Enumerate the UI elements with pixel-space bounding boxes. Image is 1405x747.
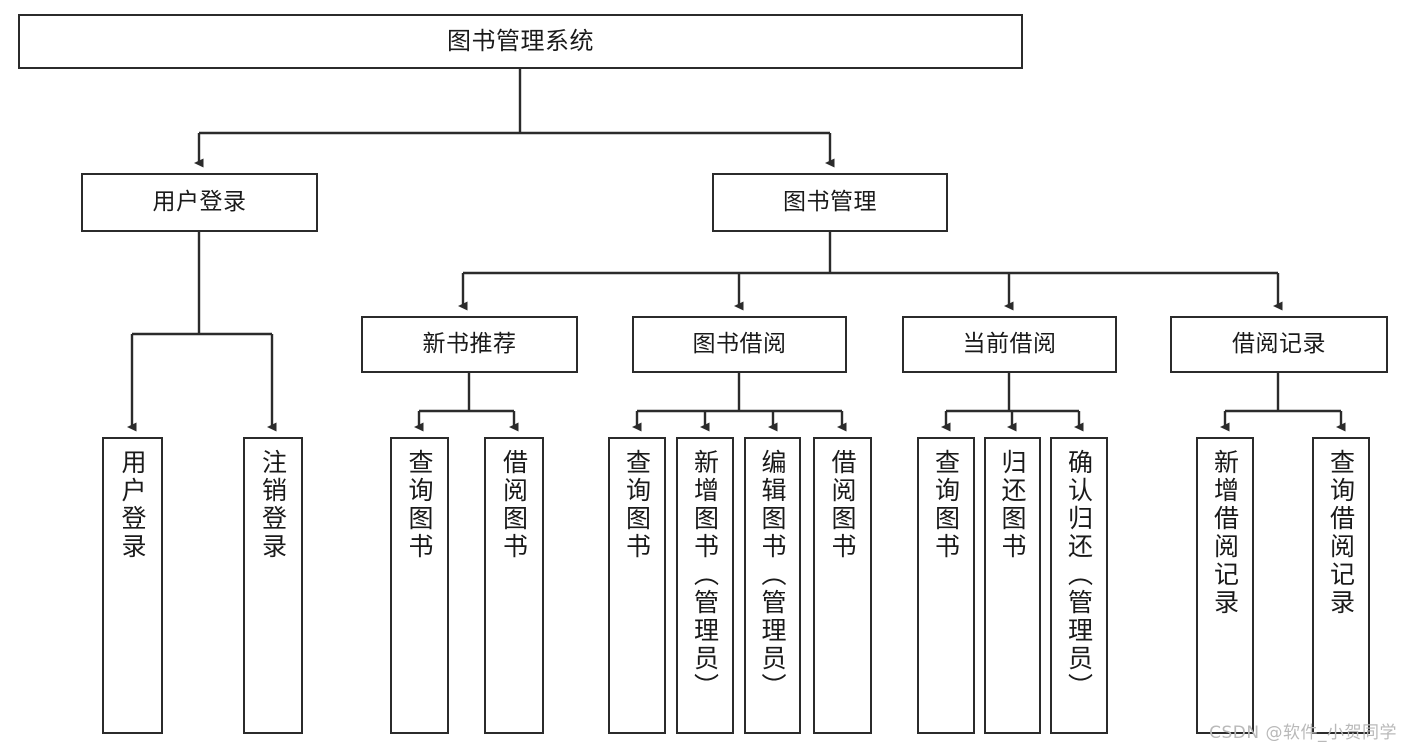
- leaf-confirm-return-admin-label: 确认归还（管理员）: [1064, 449, 1094, 701]
- node-new-book-recommend[interactable]: 新书推荐: [361, 316, 578, 373]
- node-new-book-recommend-label: 新书推荐: [422, 330, 517, 357]
- node-book-management[interactable]: 图书管理: [712, 173, 948, 232]
- node-borrow-record[interactable]: 借阅记录: [1170, 316, 1388, 373]
- node-current-borrow[interactable]: 当前借阅: [902, 316, 1117, 373]
- leaf-confirm-return-admin[interactable]: 确认归还（管理员）: [1050, 437, 1108, 734]
- leaf-return-book-label: 归还图书: [998, 449, 1027, 561]
- leaf-edit-book-admin[interactable]: 编辑图书（管理员）: [744, 437, 801, 734]
- leaf-query-book-borrow[interactable]: 查询图书: [608, 437, 666, 734]
- leaf-query-book-recommend-label: 查询图书: [405, 449, 434, 561]
- leaf-query-book-borrow-label: 查询图书: [622, 449, 652, 561]
- leaf-query-book-current-label: 查询图书: [931, 449, 961, 561]
- leaf-add-book-admin[interactable]: 新增图书（管理员）: [676, 437, 734, 734]
- leaf-user-login[interactable]: 用户登录: [102, 437, 163, 734]
- leaf-borrow-book-label: 借阅图书: [828, 449, 857, 561]
- leaf-logout[interactable]: 注销登录: [243, 437, 303, 734]
- leaf-add-book-admin-label: 新增图书（管理员）: [690, 449, 720, 701]
- node-book-borrow[interactable]: 图书借阅: [632, 316, 847, 373]
- leaf-add-borrow-record-label: 新增借阅记录: [1210, 449, 1240, 617]
- leaf-user-login-label: 用户登录: [118, 449, 147, 561]
- node-user-login-label: 用户登录: [152, 188, 247, 215]
- leaf-query-book-recommend[interactable]: 查询图书: [390, 437, 449, 734]
- node-root[interactable]: 图书管理系统: [18, 14, 1023, 69]
- node-book-management-label: 图书管理: [783, 188, 877, 215]
- watermark: CSDN @软件_小贺同学: [1209, 723, 1397, 743]
- leaf-logout-label: 注销登录: [258, 449, 288, 561]
- leaf-query-book-current[interactable]: 查询图书: [917, 437, 975, 734]
- leaf-edit-book-admin-label: 编辑图书（管理员）: [758, 449, 787, 701]
- leaf-query-borrow-record[interactable]: 查询借阅记录: [1312, 437, 1370, 734]
- leaf-query-borrow-record-label: 查询借阅记录: [1326, 449, 1356, 617]
- leaf-borrow-book[interactable]: 借阅图书: [813, 437, 872, 734]
- node-current-borrow-label: 当前借阅: [962, 330, 1057, 357]
- node-borrow-record-label: 借阅记录: [1232, 330, 1326, 357]
- leaf-return-book[interactable]: 归还图书: [984, 437, 1041, 734]
- node-user-login[interactable]: 用户登录: [81, 173, 318, 232]
- leaf-borrow-book-recommend[interactable]: 借阅图书: [484, 437, 544, 734]
- node-root-label: 图书管理系统: [447, 27, 594, 56]
- leaf-borrow-book-recommend-label: 借阅图书: [499, 449, 529, 561]
- node-book-borrow-label: 图书借阅: [692, 330, 787, 357]
- leaf-add-borrow-record[interactable]: 新增借阅记录: [1196, 437, 1254, 734]
